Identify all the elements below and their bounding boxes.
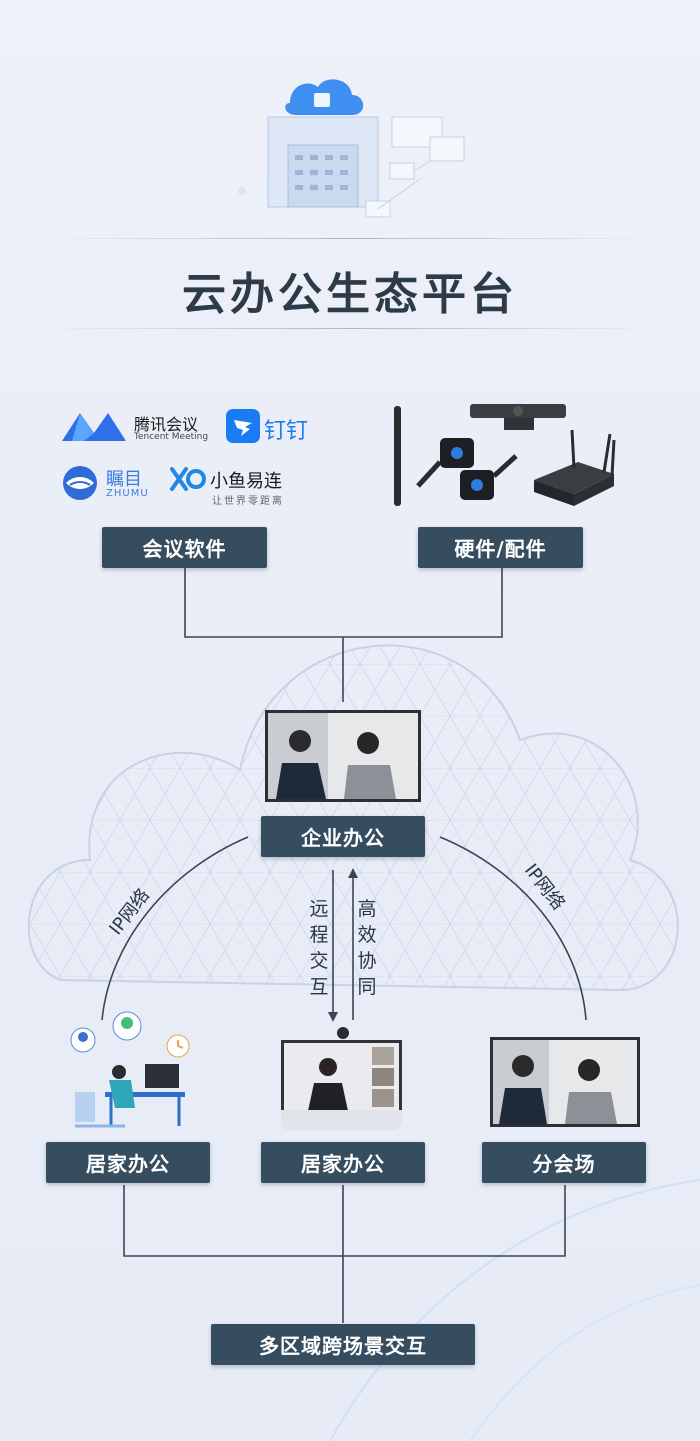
enterprise-office-box: 企业办公 bbox=[261, 816, 425, 857]
dingtalk-name: 钉钉 bbox=[264, 419, 309, 444]
title-top-divider bbox=[40, 238, 660, 239]
tencent-meeting-name: 腾讯会议 bbox=[134, 415, 199, 434]
ip-network-left-label: IP网络 bbox=[105, 885, 154, 939]
enterprise-office-photo bbox=[265, 710, 421, 802]
home-office-video-terminal bbox=[281, 1040, 402, 1114]
hardware-devices-image bbox=[394, 404, 616, 506]
zhumu-sub: ZHUMU bbox=[106, 488, 149, 499]
dingtalk-logo bbox=[226, 409, 260, 443]
home-office-illustration bbox=[70, 1011, 190, 1128]
terminal-camera bbox=[337, 1027, 349, 1039]
efficient-collab-label: 高效协同 bbox=[357, 898, 377, 998]
hardware-accessories-box: 硬件/配件 bbox=[418, 527, 583, 568]
xiaoyu-sub: 让世界零距离 bbox=[212, 496, 284, 507]
page-title: 云办公生态平台 bbox=[182, 269, 518, 320]
xiaoyu-logo bbox=[170, 467, 206, 491]
title-bottom-divider bbox=[40, 328, 660, 329]
zhumu-logo bbox=[63, 466, 97, 500]
home-office-box-1: 居家办公 bbox=[46, 1142, 210, 1183]
branch-venue-photo bbox=[490, 1037, 640, 1127]
zhumu-name: 瞩目 bbox=[106, 469, 142, 490]
meeting-software-box: 会议软件 bbox=[102, 527, 267, 568]
decorative-arcs bbox=[329, 1179, 700, 1441]
xiaoyu-name: 小鱼易连 bbox=[210, 471, 282, 492]
home-office-box-2: 居家办公 bbox=[261, 1142, 425, 1183]
branch-venue-box: 分会场 bbox=[482, 1142, 646, 1183]
tencent-meeting-logo bbox=[62, 413, 126, 441]
remote-interaction-label: 远程交互 bbox=[309, 898, 329, 998]
tencent-meeting-sub: Tencent Meeting bbox=[134, 432, 209, 442]
ip-network-right-label: IP网络 bbox=[520, 860, 569, 914]
terminal-stand bbox=[281, 1110, 402, 1130]
cloud-datacenter-illustration bbox=[238, 79, 465, 218]
multi-region-interaction-box: 多区域跨场景交互 bbox=[211, 1324, 475, 1365]
